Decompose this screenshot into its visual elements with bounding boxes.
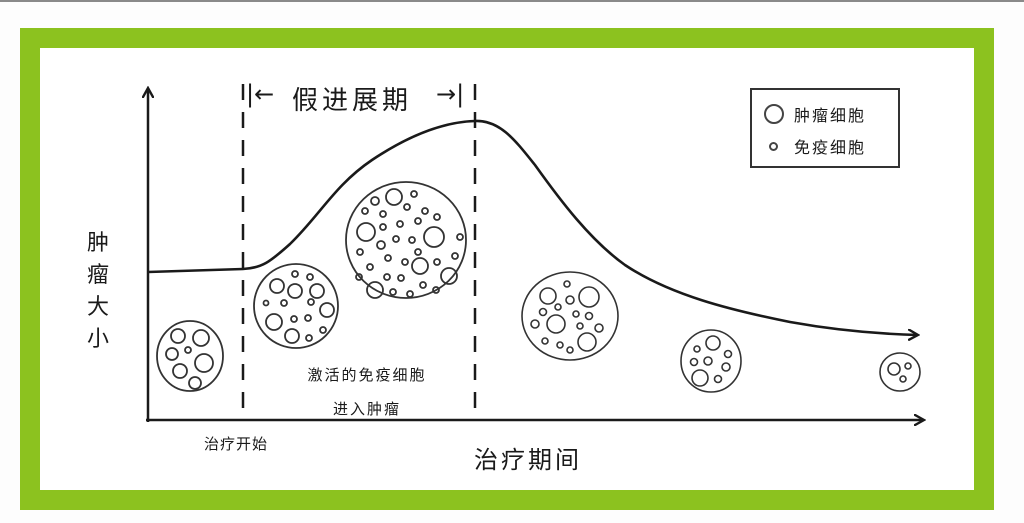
tumor-cluster-infiltration <box>253 263 339 349</box>
legend: 肿瘤细胞 免疫细胞 <box>750 88 900 168</box>
annotation-line: 激活的免疫细胞 <box>307 366 427 384</box>
immune-cell-icon <box>769 142 778 151</box>
legend-item-immune-cell: 免疫细胞 <box>752 130 898 160</box>
y-axis-char: 小 <box>86 327 109 352</box>
phase-arrow-left: |← <box>246 80 275 108</box>
tumor-cluster-resolved <box>879 352 921 392</box>
tumor-cluster-shrinking <box>680 329 742 393</box>
tumor-size-curve <box>147 119 918 335</box>
legend-label: 肿瘤细胞 <box>794 106 867 125</box>
y-axis-char: 大 <box>86 295 109 320</box>
y-axis-label: 肿 瘤 大 小 <box>84 228 112 356</box>
legend-item-tumor-cell: 肿瘤细胞 <box>752 98 898 128</box>
x-axis-label: 治疗期间 <box>474 446 582 474</box>
immune-infiltration-annotation: 激活的免疫细胞 进入肿瘤 <box>282 358 452 426</box>
pseudoprogression-phase-label: 假进展期 <box>292 86 413 116</box>
tumor-cell-icon <box>764 104 784 124</box>
tumor-cluster-peak <box>345 181 467 299</box>
tumor-cluster-baseline <box>156 320 224 392</box>
tumor-cluster-regression <box>521 271 619 361</box>
top-divider <box>0 0 1024 2</box>
y-axis-char: 肿 <box>86 231 109 256</box>
treatment-start-label: 治疗开始 <box>204 435 269 453</box>
legend-label: 免疫细胞 <box>794 138 867 157</box>
phase-arrow-right: →| <box>436 80 465 108</box>
y-axis-char: 瘤 <box>86 263 109 288</box>
annotation-line: 进入肿瘤 <box>332 400 401 418</box>
